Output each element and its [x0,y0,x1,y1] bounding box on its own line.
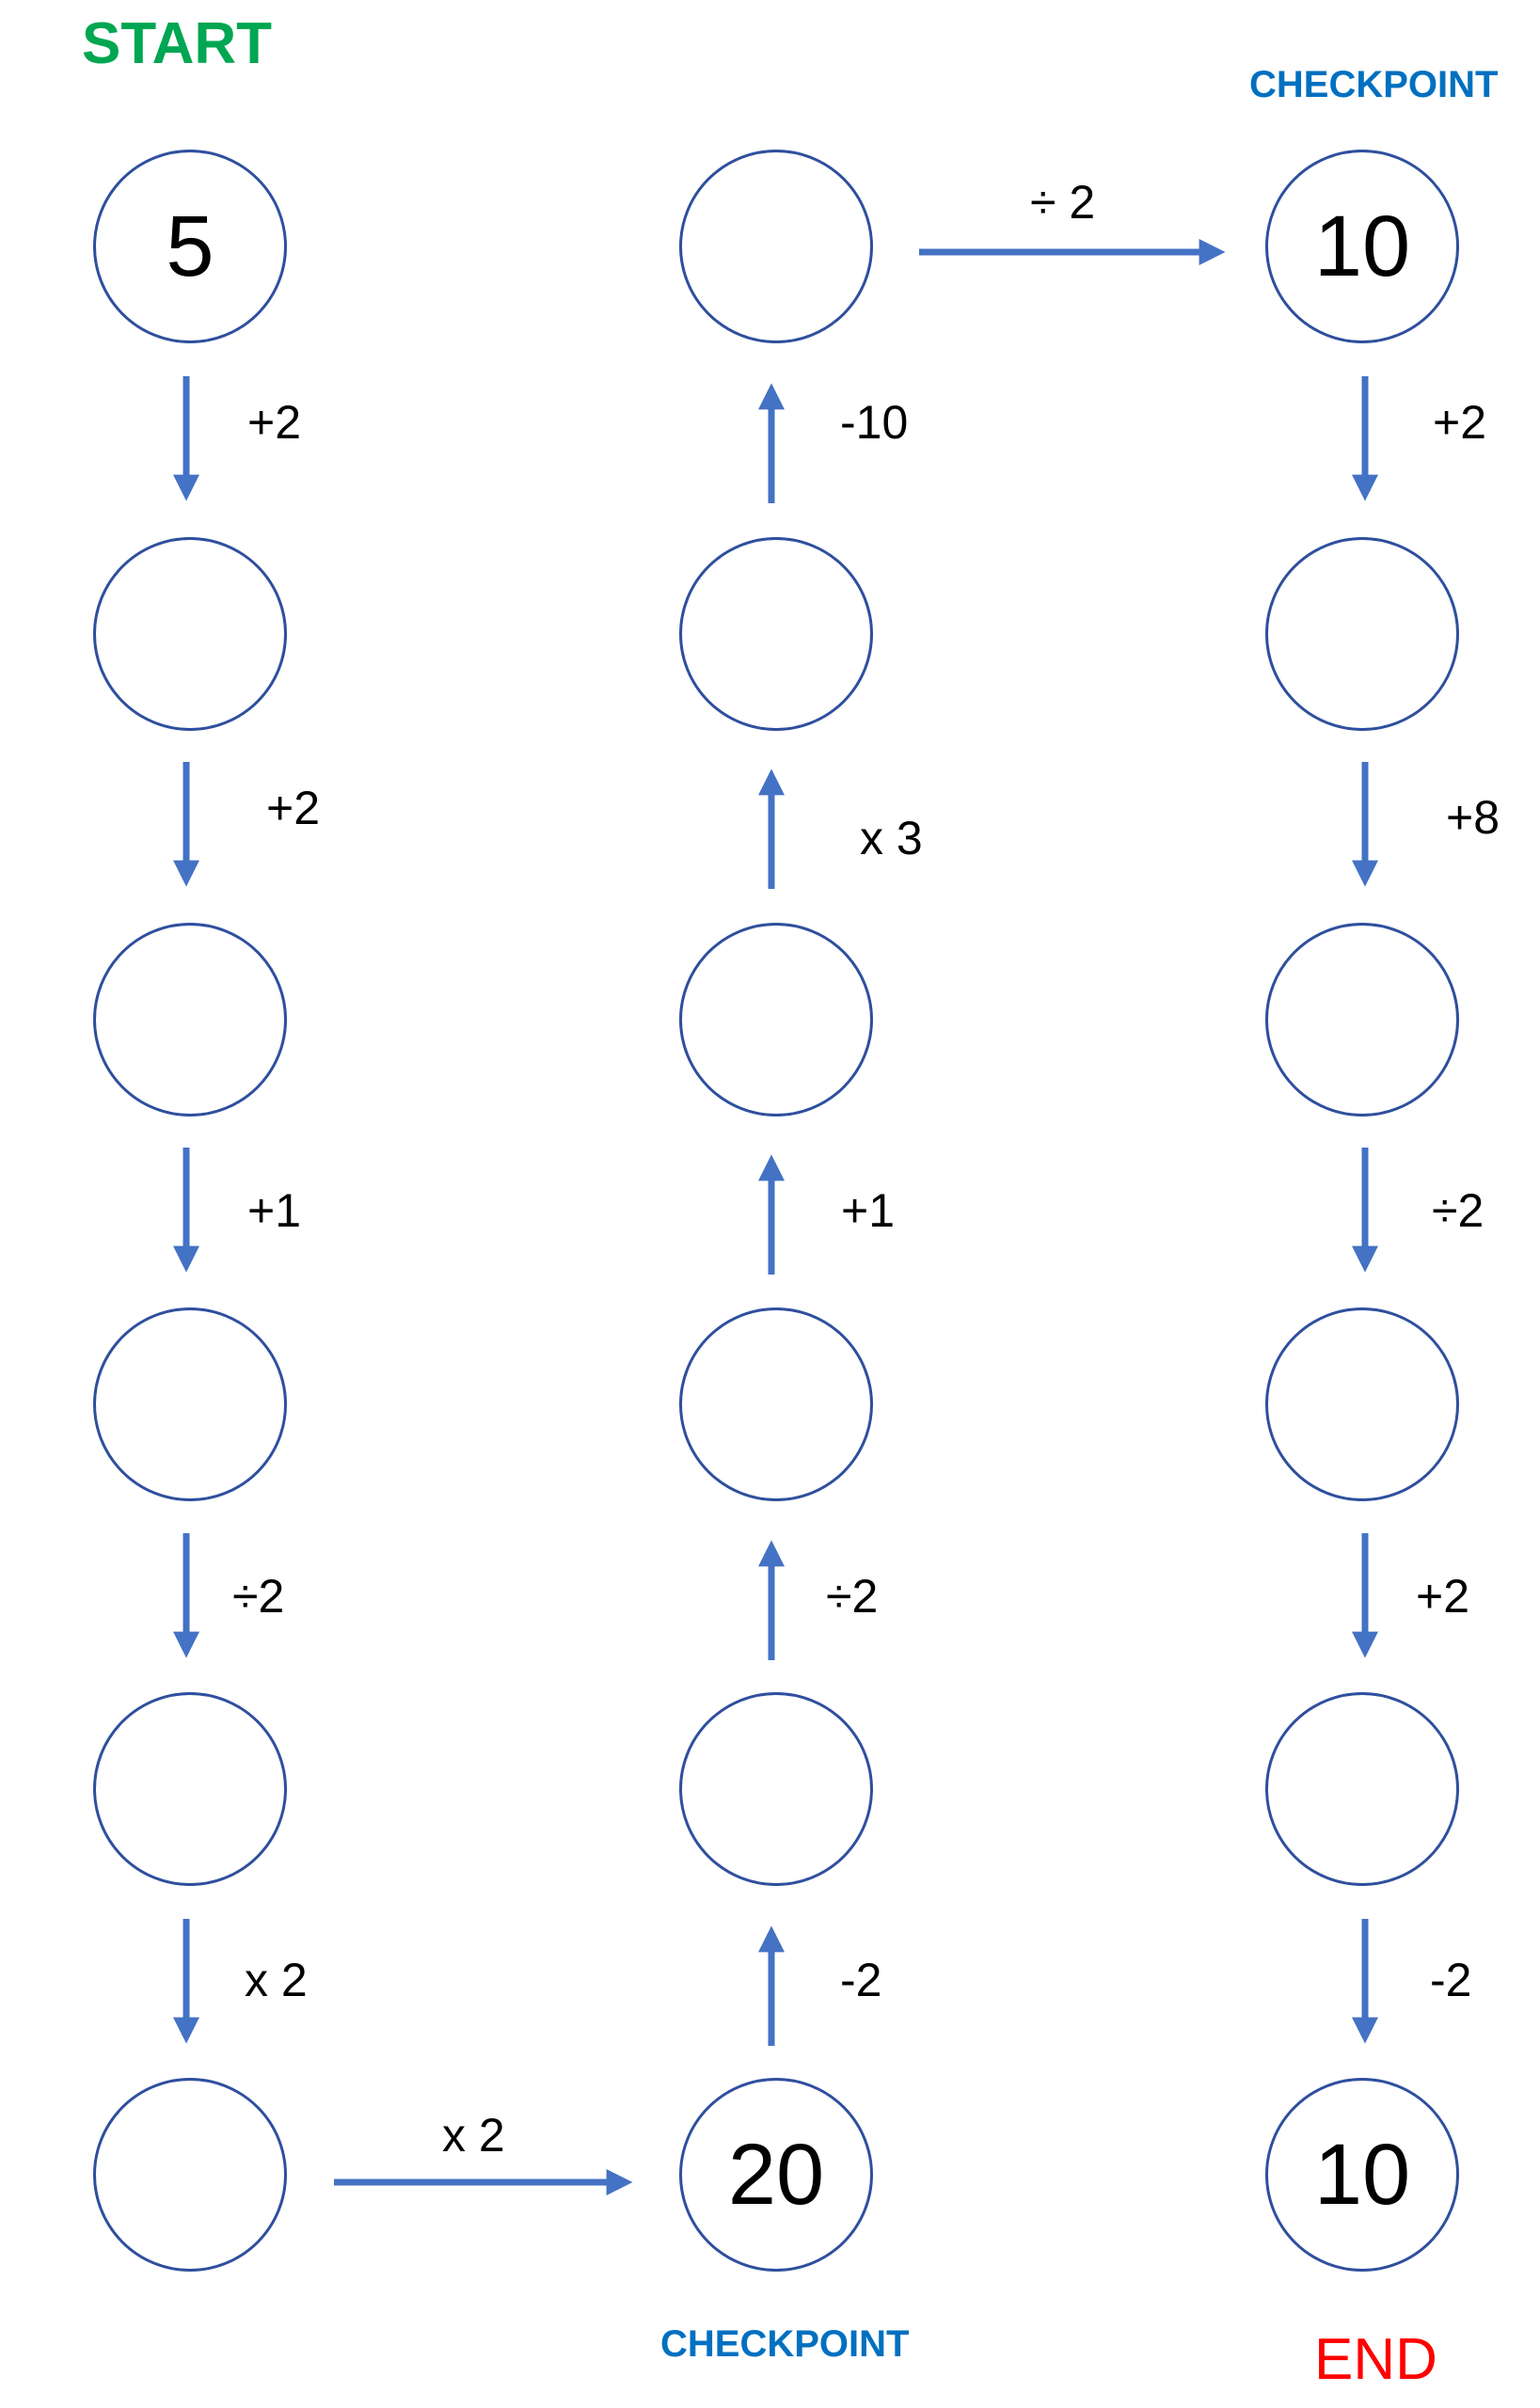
node-c1-r6[interactable] [93,2078,287,2272]
op-label-c2-3: +1 [841,1184,896,1237]
node-c3-r2[interactable] [1265,537,1459,731]
node-c3-r6: 10 [1265,2078,1459,2272]
node-c2-r3[interactable] [679,923,873,1117]
checkpoint-label-top: CHECKPOINT [1249,64,1499,105]
node-c1-r1: 5 [93,150,287,343]
node-value: 20 [727,2127,825,2223]
op-label-c3-2: +8 [1446,791,1500,844]
op-label-c2-1: -10 [840,396,909,449]
op-label-c1-5: x 2 [245,1954,308,2006]
op-label-c3-4: +2 [1416,1570,1470,1623]
node-c3-r3[interactable] [1265,923,1459,1117]
checkpoint-label-bottom: CHECKPOINT [660,2323,910,2365]
node-c3-r5[interactable] [1265,1692,1459,1886]
op-label-c1-2: +2 [266,782,321,834]
node-c2-r2[interactable] [679,537,873,731]
node-c2-r4[interactable] [679,1307,873,1501]
node-value: 10 [1313,198,1411,294]
op-label-c2-4: ÷2 [826,1570,879,1623]
node-c1-r4[interactable] [93,1307,287,1501]
node-c2-r5[interactable] [679,1692,873,1886]
node-c1-r5[interactable] [93,1692,287,1886]
op-label-c2-5: -2 [840,1954,882,2006]
op-label-c1-3: +1 [247,1184,302,1237]
op-label-bottom-horizontal: x 2 [442,2109,505,2162]
op-label-c1-4: ÷2 [232,1570,285,1623]
node-c3-r4[interactable] [1265,1307,1459,1501]
node-c1-r2[interactable] [93,537,287,731]
op-label-c3-5: -2 [1430,1954,1472,2006]
node-value: 5 [166,198,214,294]
node-value: 10 [1313,2127,1411,2223]
op-label-c3-1: +2 [1433,396,1487,449]
node-c3-r1: 10 [1265,150,1459,343]
op-label-c3-3: ÷2 [1432,1184,1484,1237]
node-c2-r6: 20 [679,2078,873,2272]
op-label-c1-1: +2 [247,396,302,449]
start-label: START [82,11,273,76]
op-label-top-horizontal: ÷ 2 [1030,176,1096,229]
op-label-c2-2: x 3 [860,812,923,864]
node-c1-r3[interactable] [93,923,287,1117]
node-c2-r1[interactable] [679,150,873,343]
end-label: END [1314,2327,1437,2392]
